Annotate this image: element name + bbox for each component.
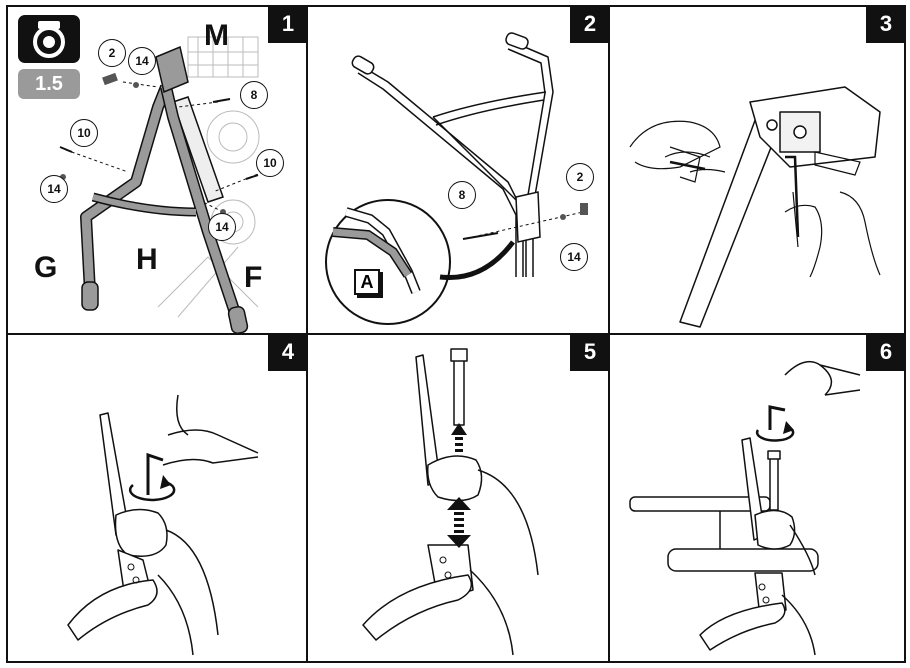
step-number: 5: [570, 335, 608, 371]
brake-lever-refit-drawing: [629, 360, 861, 656]
camera-glyph: [33, 21, 65, 58]
panel-step-6: 6: [608, 333, 906, 663]
callout-2: 2: [566, 163, 594, 191]
callout-8: 8: [448, 181, 476, 209]
callout-8: 8: [240, 81, 268, 109]
panel-step-1: 1 1.5: [6, 5, 308, 335]
part-label-m: M: [204, 19, 229, 52]
callout-14: 14: [208, 213, 236, 241]
brake-lever-loosen-drawing: [67, 394, 259, 656]
inset-label-a: A: [354, 269, 380, 295]
step-number: 4: [268, 335, 306, 371]
step-number: 3: [866, 7, 904, 43]
step-number: 6: [866, 335, 904, 371]
panel-step-2: 2: [306, 5, 610, 335]
handle-assembly-drawing: [59, 36, 264, 333]
camera-icon: [18, 15, 80, 63]
step-number: 2: [570, 7, 608, 43]
callout-2: 2: [98, 39, 126, 67]
callout-10: 10: [70, 119, 98, 147]
part-label-f: F: [244, 261, 263, 294]
step-number: 1: [268, 7, 306, 43]
part-label-g: G: [34, 251, 58, 284]
allen-key-tightening-drawing: [629, 86, 881, 328]
photo-step-badge: 1.5: [18, 69, 80, 99]
part-label-h: H: [136, 243, 158, 276]
callout-14: 14: [560, 243, 588, 271]
brake-lever-separate-drawing: [362, 348, 539, 656]
callout-14: 14: [40, 175, 68, 203]
panel-step-3: 3: [608, 5, 906, 335]
panel-step-4: 4: [6, 333, 308, 663]
callout-14: 14: [128, 47, 156, 75]
callout-10: 10: [256, 149, 284, 177]
panel-step-5: 5: [306, 333, 610, 663]
